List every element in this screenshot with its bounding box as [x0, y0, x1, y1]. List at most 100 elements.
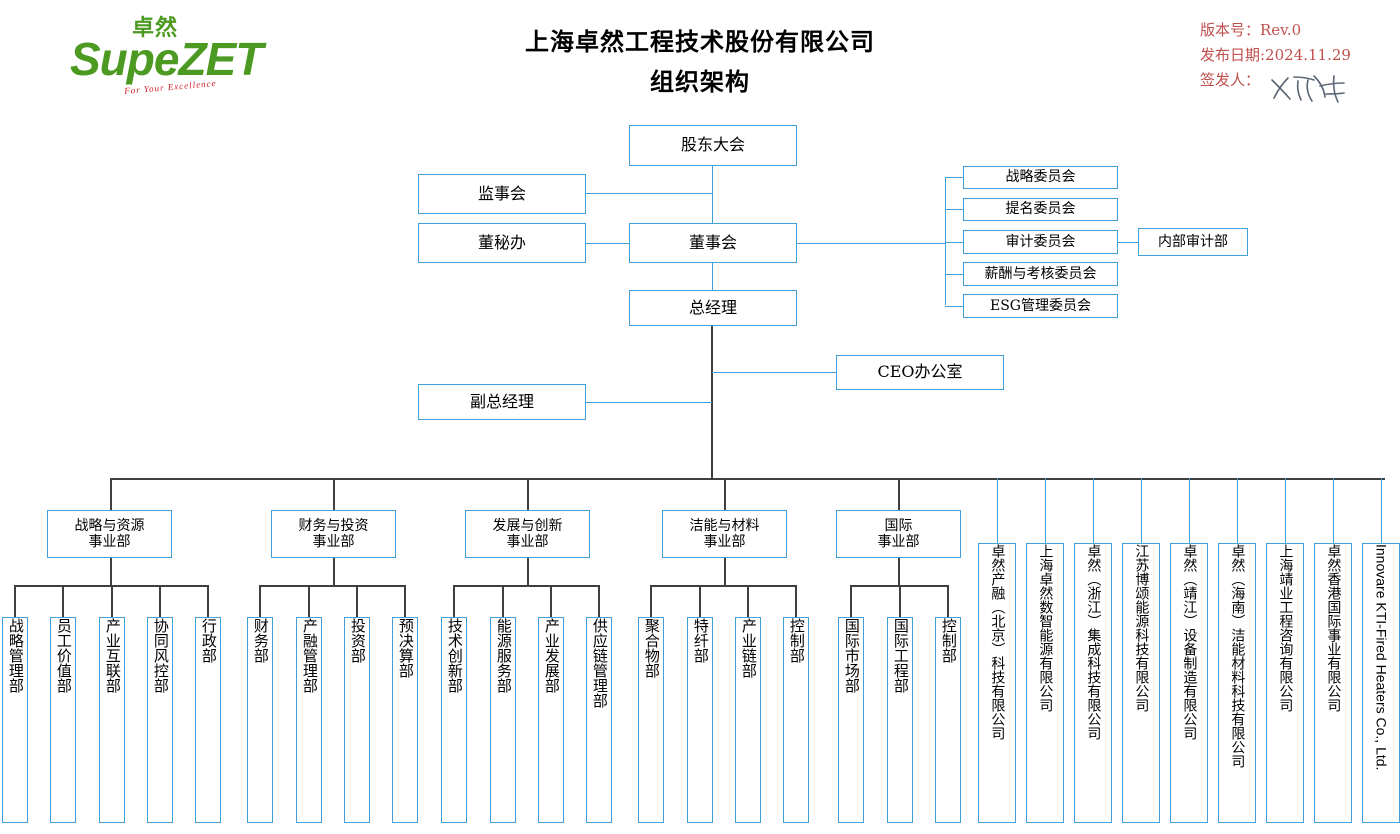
connector-subsidiary-6 [1237, 478, 1239, 543]
connector-dept-4-2 [699, 585, 701, 617]
node-dept-industry-chain[interactable]: 产业链部 [735, 617, 761, 823]
division-5-line1: 国际 [884, 517, 913, 534]
dept-bus-division-3 [453, 585, 599, 587]
connector-subsidiary-1 [997, 478, 999, 543]
meta-version: 版本号：Rev.0 [1200, 21, 1302, 39]
connector-dept-3-2 [502, 585, 504, 617]
node-committee-audit[interactable]: 审计委员会 [963, 230, 1118, 254]
node-subsidiary-zhuoran-jingjiang[interactable]: 卓然（靖江）设备制造有限公司 [1170, 543, 1208, 823]
node-dept-supply-chain-management[interactable]: 供应链管理部 [586, 617, 612, 823]
connector-division-5-down [898, 558, 900, 586]
connector-subsidiary-5 [1189, 478, 1191, 543]
connector-committee-strategy [945, 177, 963, 179]
connector-committee-remuneration [945, 274, 963, 276]
signature-image [1271, 75, 1345, 103]
node-committee-nomination[interactable]: 提名委员会 [963, 198, 1118, 221]
node-division-development-innovation[interactable]: 发展与创新 事业部 [465, 510, 590, 558]
node-dept-collaborative-risk-control[interactable]: 协同风控部 [147, 617, 173, 823]
node-subsidiary-zhuoran-hongkong[interactable]: 卓然香港国际事业有限公司 [1314, 543, 1352, 823]
connector-division-3-down [527, 558, 529, 586]
division-3-line1: 发展与创新 [492, 517, 563, 534]
node-board-secretary-office[interactable]: 董秘办 [418, 223, 586, 263]
node-dept-international-market[interactable]: 国际市场部 [838, 617, 864, 823]
connector-dept-1-5 [207, 585, 209, 617]
connector-dept-1-4 [159, 585, 161, 617]
connector-committee-nomination [945, 209, 963, 211]
node-shareholders-meeting[interactable]: 股东大会 [629, 125, 797, 166]
node-division-strategy-resources[interactable]: 战略与资源 事业部 [47, 510, 172, 558]
node-dept-finance[interactable]: 财务部 [247, 617, 273, 823]
node-committee-strategy[interactable]: 战略委员会 [963, 166, 1118, 189]
node-dept-industry-finance-management[interactable]: 产融管理部 [296, 617, 322, 823]
node-dept-control-materials[interactable]: 控制部 [783, 617, 809, 823]
division-2-line1: 财务与投资 [298, 517, 369, 534]
node-dept-budget-settlement[interactable]: 预决算部 [392, 617, 418, 823]
node-subsidiary-innovare-kti[interactable]: Innovare KTI-Fired Heaters Co., Ltd. [1362, 543, 1400, 823]
connector-audit-to-internal-audit [1118, 242, 1138, 244]
connector-dept-3-3 [550, 585, 552, 617]
node-ceo-office[interactable]: CEO办公室 [836, 355, 1004, 390]
node-dept-investment[interactable]: 投资部 [344, 617, 370, 823]
node-general-manager[interactable]: 总经理 [629, 290, 797, 326]
division-4-line1: 洁能与材料 [689, 517, 760, 534]
node-internal-audit-department[interactable]: 内部审计部 [1138, 228, 1248, 256]
node-subsidiary-shanghai-jingye[interactable]: 上海靖业工程咨询有限公司 [1266, 543, 1304, 823]
node-dept-industry-development[interactable]: 产业发展部 [538, 617, 564, 823]
node-dept-industry-internet[interactable]: 产业互联部 [99, 617, 125, 823]
node-division-clean-energy-materials[interactable]: 洁能与材料 事业部 [662, 510, 787, 558]
logo-wordmark: SupeZET [70, 33, 263, 85]
connector-dept-1-1 [14, 585, 16, 617]
connector-dept-4-1 [650, 585, 652, 617]
page-subtitle: 组织架构 [650, 67, 750, 96]
connector-dept-1-2 [62, 585, 64, 617]
node-supervisory-board[interactable]: 监事会 [418, 174, 586, 214]
connector-division-1-down [110, 558, 112, 586]
company-logo: 卓然 SupeZET For Your Excellence [70, 18, 270, 98]
connector-dept-5-1 [850, 585, 852, 617]
node-committee-esg[interactable]: ESG管理委员会 [963, 294, 1118, 318]
node-dept-technology-innovation[interactable]: 技术创新部 [441, 617, 467, 823]
node-subsidiary-shanghai-zhuoran-shuzhi[interactable]: 上海卓然数智能源有限公司 [1026, 543, 1064, 823]
node-subsidiary-zhuoran-hainan[interactable]: 卓然（海南）洁能材料科技有限公司 [1218, 543, 1256, 823]
document-meta: 版本号：Rev.0 发布日期:2024.11.29 签发人： [1200, 18, 1351, 93]
division-bus-horizontal [110, 478, 1385, 480]
logo-wordmark-supe: Supe [70, 33, 179, 85]
node-deputy-general-manager[interactable]: 副总经理 [418, 384, 586, 420]
node-dept-energy-service[interactable]: 能源服务部 [490, 617, 516, 823]
node-dept-polymer[interactable]: 聚合物部 [638, 617, 664, 823]
connector-committee-audit [945, 242, 963, 244]
node-board-of-directors[interactable]: 董事会 [629, 223, 797, 263]
node-committee-remuneration[interactable]: 薪酬与考核委员会 [963, 262, 1118, 286]
node-dept-international-engineering[interactable]: 国际工程部 [887, 617, 913, 823]
connector-bus-to-division-2 [333, 478, 335, 510]
node-subsidiary-zhuoran-zhejiang[interactable]: 卓然（浙江）集成科技有限公司 [1074, 543, 1112, 823]
connector-subsidiary-7 [1285, 478, 1287, 543]
node-subsidiary-jiangsu-bosong[interactable]: 江苏博颂能源科技有限公司 [1122, 543, 1160, 823]
connector-trunk-to-ceo-office [712, 372, 836, 374]
node-dept-strategy-management[interactable]: 战略管理部 [2, 617, 28, 823]
connector-subsidiary-4 [1141, 478, 1143, 543]
node-subsidiary-zhuoran-chanrong-beijing[interactable]: 卓然产融（北京）科技有限公司 [978, 543, 1016, 823]
connector-division-4-down [724, 558, 726, 586]
connector-subsidiary-3 [1093, 478, 1095, 543]
node-division-international[interactable]: 国际 事业部 [836, 510, 961, 558]
meta-signer-label: 签发人： [1200, 71, 1261, 89]
connector-dept-2-2 [308, 585, 310, 617]
connector-division-2-down [333, 558, 335, 586]
node-dept-administration[interactable]: 行政部 [195, 617, 221, 823]
node-dept-employee-value[interactable]: 员工价值部 [50, 617, 76, 823]
connector-dept-2-3 [356, 585, 358, 617]
connector-dept-4-3 [747, 585, 749, 617]
division-4-line2: 事业部 [703, 534, 746, 550]
dept-bus-division-4 [650, 585, 796, 587]
connector-subsidiary-2 [1045, 478, 1047, 543]
division-1-line1: 战略与资源 [74, 517, 145, 534]
logo-chinese-text: 卓然 [132, 16, 179, 41]
node-dept-special-fiber[interactable]: 特纤部 [687, 617, 713, 823]
node-division-finance-investment[interactable]: 财务与投资 事业部 [271, 510, 396, 558]
node-dept-control-international[interactable]: 控制部 [935, 617, 961, 823]
connector-trunk-to-deputy-gm [586, 402, 712, 404]
connector-dept-3-1 [453, 585, 455, 617]
dept-bus-division-1 [14, 585, 207, 587]
